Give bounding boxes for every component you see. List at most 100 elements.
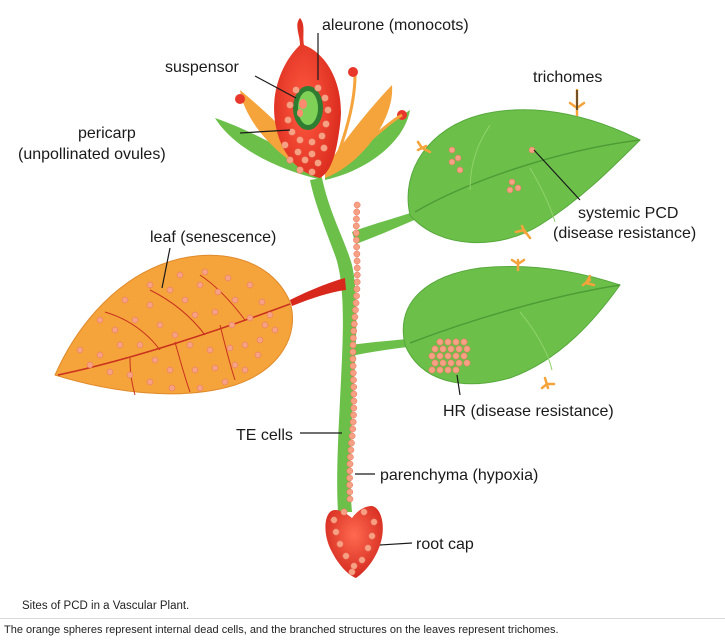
dead-cell-dot <box>246 314 254 322</box>
dead-cell-dot <box>348 432 356 440</box>
dead-cell-dot <box>349 369 357 377</box>
senescent-leaf <box>54 254 294 396</box>
dead-cell-dot <box>196 281 204 289</box>
dead-cell-dot <box>166 366 174 374</box>
dead-cell-dot <box>349 362 357 370</box>
dead-cell-dot <box>455 345 463 353</box>
dead-cell-dot <box>463 359 471 367</box>
dead-cell-dot <box>211 364 219 372</box>
dead-cell-dot <box>286 101 294 109</box>
dead-cell-dot <box>246 281 254 289</box>
dead-cell-dot <box>308 150 316 158</box>
leader-lines <box>161 33 581 546</box>
dead-cell-dot <box>151 356 159 364</box>
dead-cell-dot <box>436 352 444 360</box>
dead-cell-dot <box>254 351 262 359</box>
label-parenchyma: parenchyma (hypoxia) <box>380 467 538 484</box>
dead-cell-dot <box>294 148 302 156</box>
dead-cell-dot <box>342 552 350 560</box>
dead-cell-dot <box>106 368 114 376</box>
dead-cell-dot <box>353 201 361 209</box>
dead-cell-dot <box>176 271 184 279</box>
dead-cell-dot <box>350 411 357 419</box>
dead-cell-dot <box>508 178 516 186</box>
dead-cell-dot <box>448 158 456 166</box>
dead-cell-dot <box>353 285 361 293</box>
dead-cell-dot <box>346 474 353 482</box>
dead-cell-dot <box>436 338 444 346</box>
dead-cell-dot <box>350 376 357 384</box>
dead-cell-dot <box>256 336 264 344</box>
dead-cell-dot <box>444 366 452 374</box>
dead-cell-dot <box>286 156 294 164</box>
dead-cell-dot <box>146 378 154 386</box>
label-te-cells: TE cells <box>236 427 293 444</box>
dead-cell-dot <box>353 264 361 272</box>
dead-cell-dot <box>352 222 360 230</box>
dead-cell-dot <box>346 481 353 489</box>
dead-cell-dots <box>76 84 536 576</box>
label-pericarp-sub: (unpollinated ovules) <box>18 146 166 163</box>
dead-cell-dot <box>353 257 361 265</box>
dead-cell-dot <box>349 348 357 356</box>
dead-cell-dot <box>364 544 372 552</box>
dead-cell-dot <box>444 352 452 360</box>
upper-right-leaf <box>407 109 641 244</box>
dead-cell-dot <box>86 361 94 369</box>
dead-cell-dot <box>452 352 460 360</box>
dead-cell-dot <box>346 488 354 496</box>
dead-cell-dot <box>258 298 266 306</box>
dead-cell-dot <box>436 366 444 374</box>
dead-cell-dot <box>349 334 357 342</box>
dead-cell-dot <box>350 390 358 398</box>
dead-cell-dot <box>181 296 189 304</box>
dead-cell-dot <box>352 229 360 237</box>
dead-cell-dot <box>353 292 360 300</box>
dead-cell-dot <box>261 321 269 329</box>
dead-cell-dot <box>348 439 355 447</box>
dead-cell-dot <box>126 371 134 379</box>
label-aleurone: aleurone (monocots) <box>322 17 469 34</box>
dead-cell-dot <box>353 278 361 286</box>
dead-cell-dot <box>349 425 356 433</box>
dead-cell-dot <box>460 338 468 346</box>
dead-cell-dot <box>348 568 356 576</box>
dead-cell-dot <box>136 341 144 349</box>
dead-cell-dot <box>281 141 289 149</box>
dead-cell-dot <box>76 346 84 354</box>
dead-cell-dot <box>352 299 360 307</box>
dead-cell-dot <box>360 508 368 516</box>
lower-right-branch <box>350 338 418 356</box>
dead-cell-dot <box>350 562 358 570</box>
dead-cell-dot <box>191 311 199 319</box>
figure-description: The orange spheres represent internal de… <box>4 624 559 636</box>
label-trichomes: trichomes <box>533 69 602 86</box>
dead-cell-dot <box>266 311 274 319</box>
dead-cell-dot <box>353 271 361 279</box>
dead-cell-dot <box>196 384 204 392</box>
dead-cell-dot <box>146 301 154 309</box>
caption-divider <box>0 618 725 619</box>
dead-cell-dot <box>353 250 361 258</box>
dead-cell-dot <box>332 528 340 536</box>
dead-cell-dot <box>447 345 455 353</box>
dead-cell-dot <box>336 540 344 548</box>
dead-cell-dot <box>146 281 154 289</box>
dead-cell-dot <box>455 359 463 367</box>
dead-cell-dot <box>353 243 360 251</box>
dead-cell-dot <box>314 159 322 167</box>
dead-cell-dot <box>428 352 436 360</box>
label-root-cap: root cap <box>416 536 474 553</box>
label-suspensor: suspensor <box>165 59 239 76</box>
dead-cell-dot <box>358 556 366 564</box>
dead-cell-dot <box>347 453 354 461</box>
dead-cell-dot <box>350 383 358 391</box>
dead-cell-dot <box>308 168 316 176</box>
root-cap <box>325 506 383 578</box>
dead-cell-dot <box>431 345 439 353</box>
dead-cell-dot <box>346 460 354 468</box>
dead-cell-dot <box>454 154 462 162</box>
left-petiole <box>290 278 346 306</box>
dead-cell-dot <box>431 359 439 367</box>
dead-cell-dot <box>96 351 104 359</box>
